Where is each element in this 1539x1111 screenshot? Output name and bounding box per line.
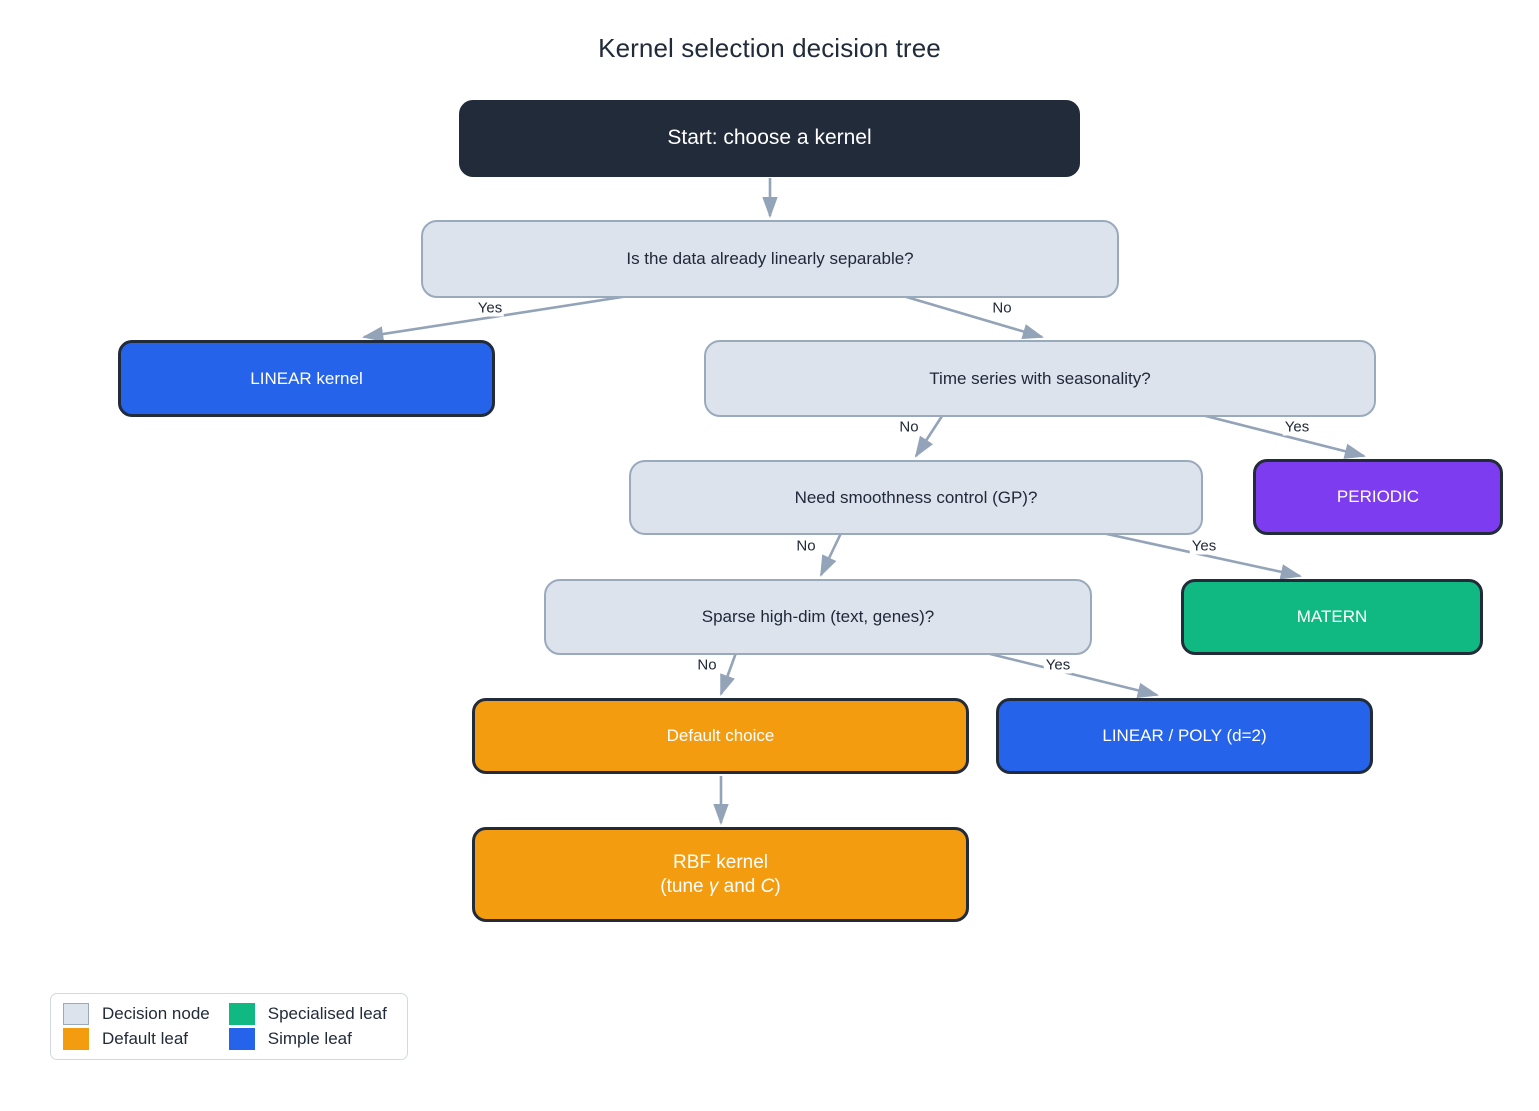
edge-label-smooth-yes: Yes: [1189, 537, 1219, 555]
rbf-line2-mid: and: [718, 875, 761, 897]
node-default-choice[interactable]: Default choice: [472, 698, 969, 774]
legend-label-default-leaf: Default leaf: [102, 1029, 188, 1048]
legend: Decision node Specialised leaf Default l…: [50, 993, 408, 1060]
legend-swatch-decision-node: [63, 1003, 89, 1025]
node-linear-poly[interactable]: LINEAR / POLY (d=2): [996, 698, 1373, 774]
node-periodic-label: PERIODIC: [1336, 487, 1420, 507]
legend-swatch-default-leaf: [63, 1028, 89, 1050]
rbf-gamma-symbol: γ: [708, 875, 719, 897]
edge-label-timeseries-yes: Yes: [1282, 418, 1312, 436]
edge-label-linsep-yes: Yes: [475, 299, 505, 317]
edge-label-sparse-no: No: [695, 656, 719, 674]
node-time-series-seasonality[interactable]: Time series with seasonality?: [704, 340, 1376, 417]
node-start-label: Start: choose a kernel: [667, 126, 872, 150]
legend-swatch-simple-leaf: [228, 1028, 255, 1050]
edge-label-sparse-yes: Yes: [1043, 656, 1073, 674]
node-smoothness-control-label: Need smoothness control (GP)?: [794, 487, 1038, 507]
node-sparse-high-dim-label: Sparse high-dim (text, genes)?: [701, 607, 935, 627]
legend-label-simple-leaf: Simple leaf: [267, 1029, 352, 1048]
node-matern[interactable]: MATERN: [1181, 579, 1483, 655]
legend-label-specialised-leaf: Specialised leaf: [267, 1004, 387, 1023]
node-linearly-separable[interactable]: Is the data already linearly separable?: [421, 220, 1119, 298]
node-linear-poly-label: LINEAR / POLY (d=2): [1102, 726, 1267, 746]
node-time-series-seasonality-label: Time series with seasonality?: [929, 368, 1151, 388]
node-rbf-kernel-line2: (tune γ and C): [660, 875, 780, 899]
rbf-line2-post: ): [774, 875, 781, 897]
node-linear-kernel-label: LINEAR kernel: [250, 368, 363, 388]
node-rbf-kernel-line1: RBF kernel: [672, 851, 768, 873]
legend-label-decision-node: Decision node: [102, 1004, 210, 1023]
edge-label-linsep-no: No: [990, 299, 1014, 317]
node-start[interactable]: Start: choose a kernel: [459, 100, 1080, 177]
node-default-choice-label: Default choice: [666, 726, 775, 746]
node-rbf-kernel-label: RBF kernel (tune γ and C): [660, 851, 780, 899]
rbf-line2-pre: (tune: [660, 875, 709, 897]
node-matern-label: MATERN: [1296, 607, 1368, 627]
node-periodic[interactable]: PERIODIC: [1253, 459, 1503, 535]
page-title: Kernel selection decision tree: [598, 33, 941, 63]
legend-swatch-specialised-leaf: [228, 1003, 255, 1025]
node-linear-kernel[interactable]: LINEAR kernel: [118, 340, 495, 417]
node-smoothness-control[interactable]: Need smoothness control (GP)?: [629, 460, 1203, 535]
edge-label-timeseries-no: No: [897, 418, 921, 436]
node-linearly-separable-label: Is the data already linearly separable?: [626, 249, 914, 269]
rbf-c-symbol: C: [760, 875, 775, 897]
node-rbf-kernel[interactable]: RBF kernel (tune γ and C): [472, 827, 969, 922]
node-sparse-high-dim[interactable]: Sparse high-dim (text, genes)?: [544, 579, 1092, 655]
edge-label-smooth-no: No: [794, 537, 818, 555]
